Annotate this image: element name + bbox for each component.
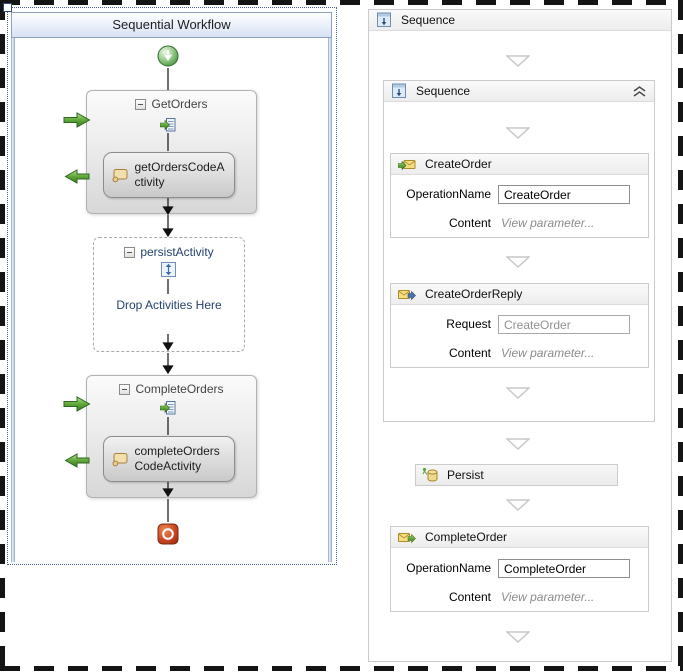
designer-right-edge [328, 38, 332, 562]
activity-title: CreateOrderReply [425, 287, 523, 301]
nav-back-arrow-icon [64, 169, 90, 184]
request-input[interactable] [498, 315, 630, 334]
activity-persist-header: persistActivity [94, 245, 244, 259]
sequence-title: Sequence [401, 13, 456, 27]
designer-left-edge [11, 38, 15, 562]
terminate-node-icon [157, 523, 179, 545]
marquee-dash-right [678, 0, 683, 672]
activity-title: getOrdersCodeActivity [134, 160, 225, 189]
view-parameter-link[interactable]: View parameter... [501, 346, 595, 360]
drop-target-chevron[interactable] [506, 256, 530, 268]
collapse-chevron-icon[interactable] [633, 86, 646, 97]
marquee-dash-left [0, 0, 5, 672]
field-label: OperationName [406, 561, 491, 575]
activity-complete-orders-header: CompleteOrders [87, 382, 256, 396]
field-label: Content [448, 216, 491, 230]
sequence-icon [377, 12, 391, 27]
drop-target-chevron[interactable] [506, 499, 530, 511]
receive-envelope-icon [398, 159, 416, 170]
workflow-title: Sequential Workflow [112, 17, 231, 32]
persist-database-icon [422, 467, 438, 482]
activity-complete-order[interactable]: CompleteOrder OperationName Content View… [390, 526, 649, 612]
persist-box-icon [161, 262, 176, 277]
selection-marquee [7, 7, 337, 565]
sequence-inner-header[interactable]: Sequence [384, 81, 654, 102]
operation-name-input[interactable] [498, 185, 630, 204]
marquee-dash-top [0, 0, 683, 5]
activity-title: CreateOrder [425, 157, 492, 171]
activity-title: GetOrders [151, 97, 208, 111]
sequence-outer-header[interactable]: Sequence [369, 10, 671, 31]
drop-target-chevron[interactable] [506, 438, 530, 450]
selection-grip-handle[interactable] [3, 3, 12, 12]
view-parameter-link[interactable]: View parameter... [501, 216, 595, 230]
activity-create-order[interactable]: CreateOrder OperationName Content View p… [390, 153, 649, 238]
operation-name-input[interactable] [498, 559, 630, 578]
send-envelope-icon [398, 532, 416, 543]
activity-get-orders-header: GetOrders [87, 97, 256, 111]
activity-create-order-reply[interactable]: CreateOrderReply Request Content View pa… [390, 283, 649, 368]
marquee-dash-bottom [0, 666, 683, 671]
nav-forward-arrow-icon [63, 112, 91, 128]
receive-document-icon [160, 118, 176, 132]
nav-forward-arrow-icon [63, 396, 91, 412]
collapse-toggle-icon[interactable] [119, 383, 131, 395]
activity-title: completeOrdersCodeActivity [134, 444, 220, 473]
drop-target-chevron[interactable] [506, 631, 530, 643]
field-label: Request [446, 317, 491, 331]
activity-title: Persist [447, 468, 484, 482]
nav-back-arrow-icon [64, 453, 90, 468]
receive-document-icon [160, 401, 176, 415]
drop-target-chevron[interactable] [506, 127, 530, 139]
code-scroll-icon [112, 452, 128, 466]
create-order-header[interactable]: CreateOrder [391, 154, 648, 175]
collapse-toggle-icon[interactable] [135, 98, 147, 110]
view-parameter-link[interactable]: View parameter... [501, 590, 595, 604]
activity-title: persistActivity [140, 245, 214, 259]
drop-target-chevron[interactable] [506, 387, 530, 399]
activity-get-orders-code[interactable]: getOrdersCodeActivity [103, 152, 235, 198]
complete-order-header[interactable]: CompleteOrder [391, 527, 648, 548]
drop-activities-hint: Drop Activities Here [116, 298, 222, 312]
sequence-title: Sequence [416, 84, 471, 98]
activity-complete-orders-code[interactable]: completeOrdersCodeActivity [103, 436, 235, 482]
collapse-toggle-icon[interactable] [124, 246, 136, 258]
code-scroll-icon [112, 168, 128, 182]
start-node-icon [157, 45, 179, 67]
drop-target-chevron[interactable] [506, 55, 530, 67]
sequence-icon [392, 83, 406, 98]
activity-persist-left[interactable]: persistActivity [93, 237, 245, 352]
workflow-title-bar[interactable]: Sequential Workflow [11, 12, 332, 38]
activity-title: CompleteOrders [135, 382, 224, 396]
field-label: Content [448, 346, 491, 360]
field-label: Content [448, 590, 491, 604]
send-reply-envelope-icon [398, 289, 416, 300]
activity-persist[interactable]: Persist [415, 464, 618, 486]
activity-title: CompleteOrder [425, 530, 508, 544]
create-order-reply-header[interactable]: CreateOrderReply [391, 284, 648, 305]
field-label: OperationName [406, 187, 491, 201]
